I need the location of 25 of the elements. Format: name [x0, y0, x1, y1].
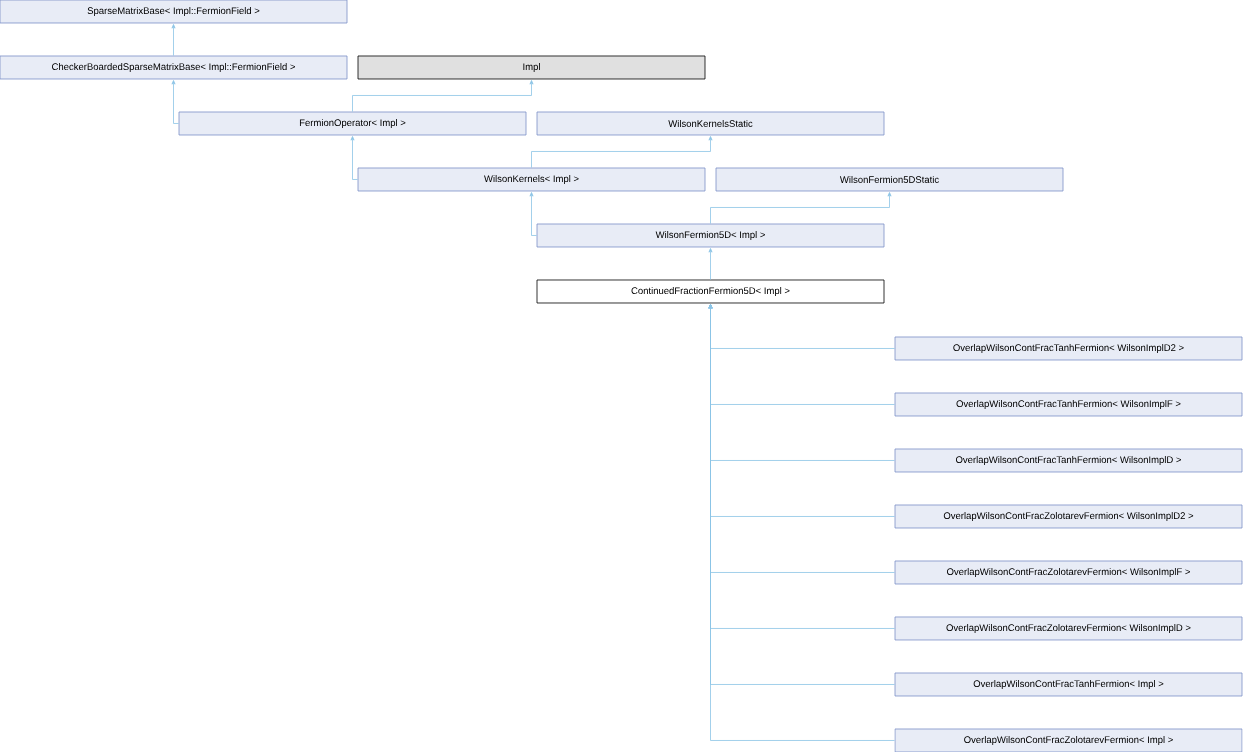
class-box: SparseMatrixBase< Impl::FermionField >	[0, 0, 348, 24]
class-box: OverlapWilsonContFracTanhFermion< WilsonImplD2 >	[894, 336, 1243, 361]
class-box: WilsonFermion5D< Impl >	[536, 223, 885, 248]
inheritance-arrow	[531, 136, 713, 168]
inheritance-arrow	[529, 192, 537, 236]
class-box: OverlapWilsonContFracTanhFermion< Impl >	[894, 672, 1243, 697]
inheritance-arrow	[708, 248, 713, 280]
class-box: OverlapWilsonContFracZolotarevFermion< Impl >	[894, 728, 1243, 752]
class-box: WilsonKernels< Impl >	[357, 167, 706, 192]
inheritance-arrow	[352, 80, 534, 112]
class-box: WilsonKernelsStatic	[536, 111, 885, 136]
class-box: ContinuedFractionFermion5D< Impl >	[536, 279, 885, 304]
class-box: OverlapWilsonContFracZolotarevFermion< WilsonImplD2 >	[894, 504, 1243, 529]
class-box: OverlapWilsonContFracZolotarevFermion< WilsonImplF >	[894, 560, 1243, 585]
inheritance-arrow	[710, 192, 892, 224]
inheritance-arrow	[350, 136, 358, 180]
class-box: OverlapWilsonContFracTanhFermion< WilsonImplD >	[894, 448, 1243, 473]
class-box: Impl	[357, 55, 706, 80]
inheritance-arrow	[171, 80, 179, 124]
class-box: FermionOperator< Impl >	[178, 111, 527, 136]
class-box: OverlapWilsonContFracTanhFermion< WilsonImplF >	[894, 392, 1243, 417]
class-box: CheckerBoardedSparseMatrixBase< Impl::FermionField >	[0, 55, 348, 80]
class-box: WilsonFermion5DStatic	[715, 167, 1064, 192]
class-box: OverlapWilsonContFracZolotarevFermion< WilsonImplD >	[894, 616, 1243, 641]
inheritance-arrow	[171, 24, 176, 56]
